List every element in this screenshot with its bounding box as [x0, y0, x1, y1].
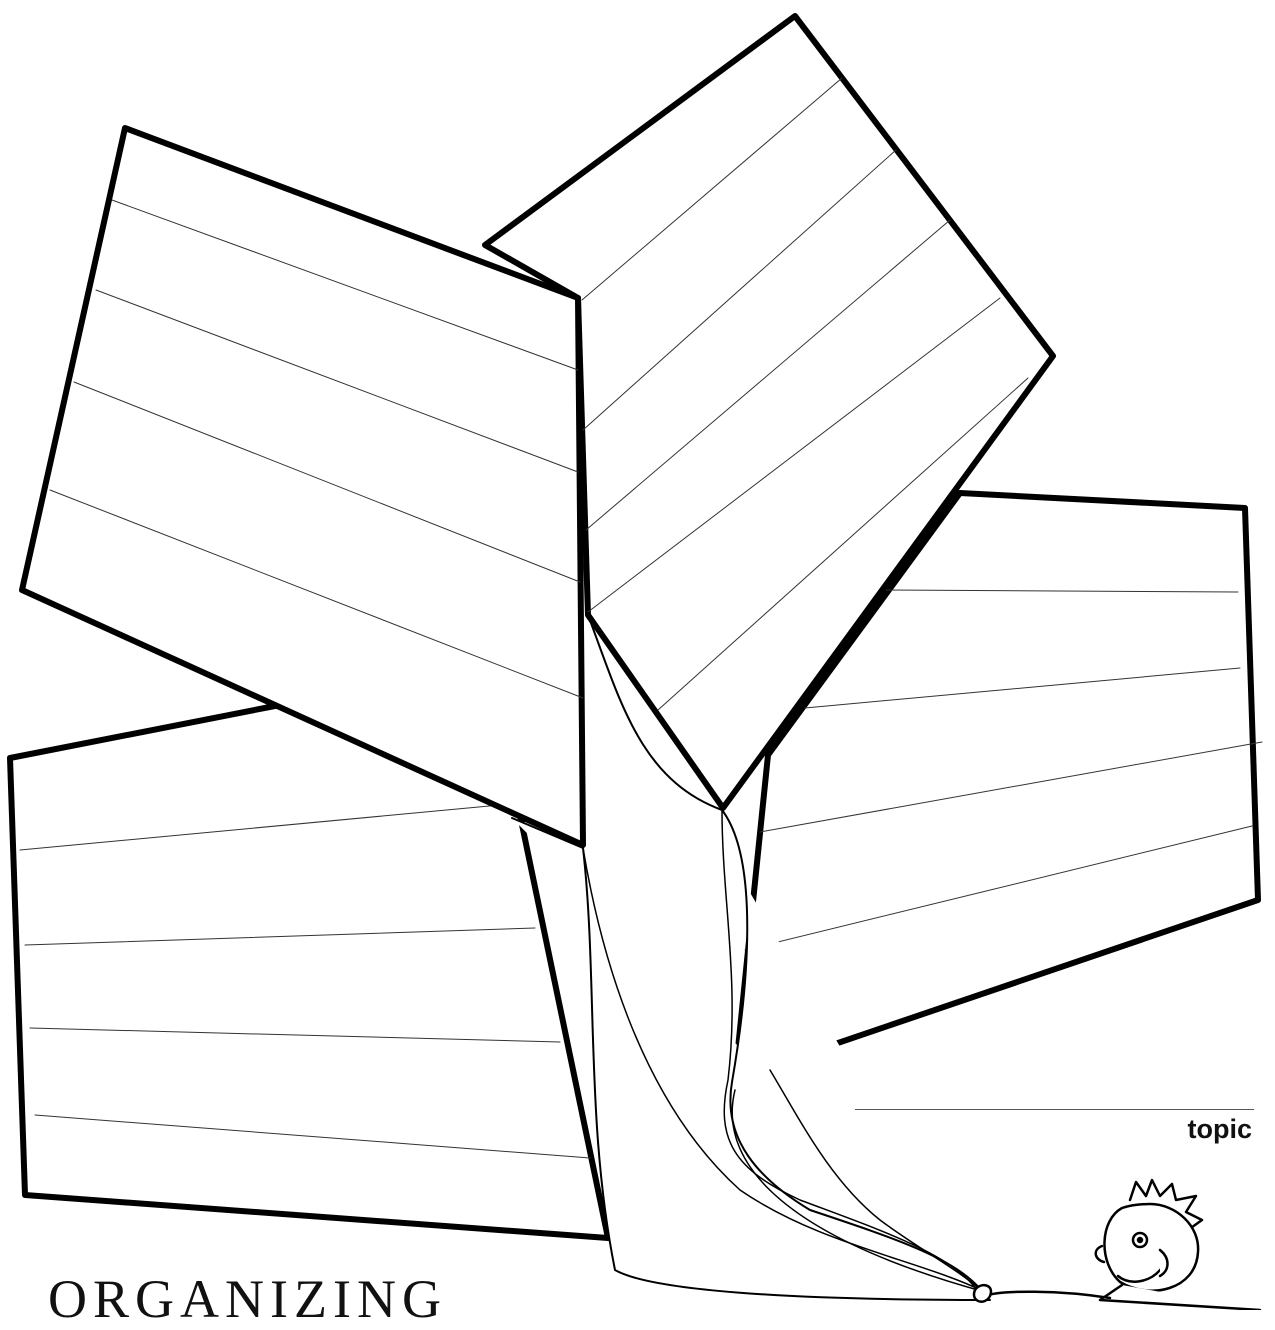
kite-tail: [511, 614, 991, 1301]
kite-right[interactable]: [732, 490, 1263, 1081]
kite-top-left[interactable]: [19, 125, 586, 848]
topic-label: topic: [1187, 1114, 1253, 1144]
worksheet-title: ORGANIZING: [48, 1269, 447, 1329]
kid-illustration: [972, 1178, 1262, 1310]
kite-bottom-left[interactable]: [7, 702, 611, 1241]
topic-underline[interactable]: [855, 1109, 1254, 1110]
